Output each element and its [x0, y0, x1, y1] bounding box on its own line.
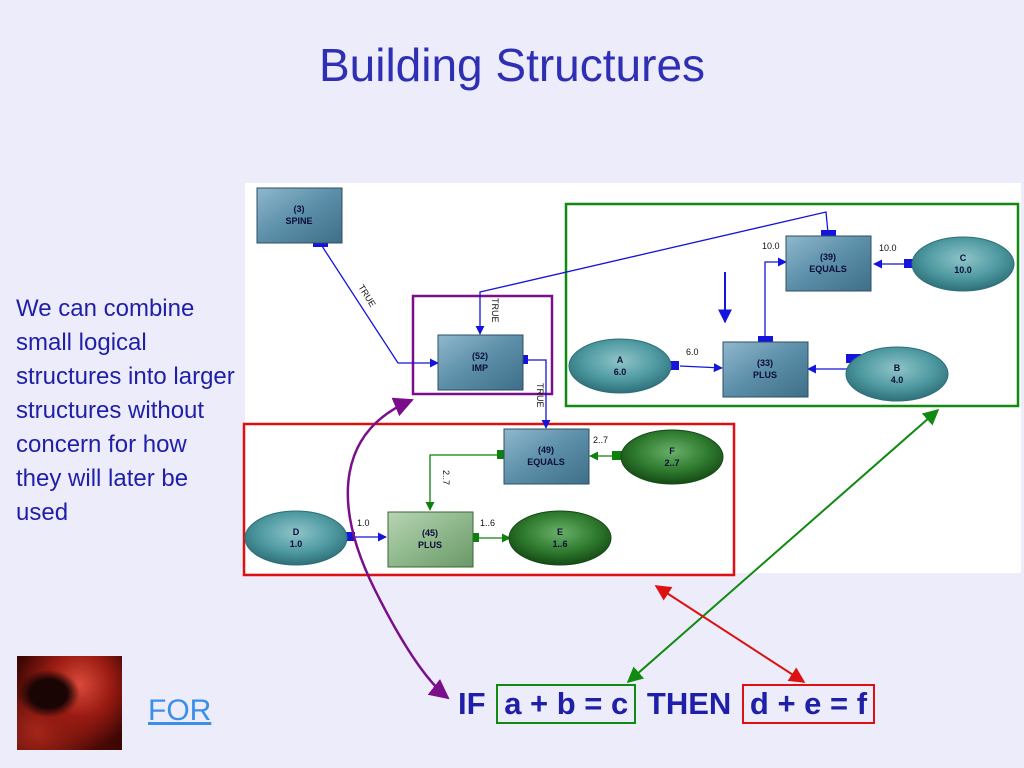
formula-condition: a + b = c — [496, 684, 637, 724]
node-label: (33) — [757, 358, 773, 368]
edge-label-equals-plus45: 2..7 — [441, 470, 451, 485]
node-label: A — [617, 355, 624, 365]
node-label: 2..7 — [664, 458, 679, 468]
edge-label-f-equals: 2..7 — [593, 435, 608, 445]
edge-label-a-plus: 6.0 — [686, 347, 699, 357]
node-equals49: (49) EQUALS — [503, 428, 590, 485]
node-label: (49) — [538, 445, 554, 455]
node-spine: (3) SPINE — [256, 187, 343, 244]
node-label: 4.0 — [891, 375, 904, 385]
edge-imp-equals49 — [524, 359, 551, 429]
green-group-box — [564, 202, 1020, 408]
slide-title: Building Structures — [318, 39, 706, 91]
node-label: EQUALS — [527, 457, 565, 467]
edge-label-imp-in: TRUE — [490, 298, 500, 323]
node-e: E 1..6 — [508, 510, 612, 566]
edge-label-imp-out: TRUE — [535, 383, 545, 408]
edge-label-c-equals: 10.0 — [879, 243, 897, 253]
node-d: D 1.0 — [244, 510, 348, 566]
node-label: (52) — [472, 351, 488, 361]
node-plus33: (33) PLUS — [722, 341, 809, 398]
node-label: PLUS — [753, 370, 777, 380]
edge-label-plus-equals: 10.0 — [762, 241, 780, 251]
node-a: A 6.0 — [568, 338, 672, 394]
edge-label-d-plus: 1.0 — [357, 518, 370, 528]
node-label: C — [960, 253, 967, 263]
red-diagonal-arrow — [654, 585, 806, 683]
node-label: 10.0 — [954, 265, 972, 275]
node-label: (3) — [294, 204, 305, 214]
horsehead-nebula-image — [17, 656, 122, 750]
port — [664, 361, 679, 370]
node-label: SPINE — [285, 216, 312, 226]
node-label: D — [293, 527, 300, 537]
node-label: 1..6 — [552, 539, 567, 549]
port — [758, 336, 773, 345]
node-plus45: (45) PLUS — [387, 511, 474, 568]
edge-equals49-plus45 — [425, 454, 502, 511]
edge-a-plus33 — [679, 363, 723, 373]
node-label: IMP — [472, 363, 488, 373]
formula-then: THEN — [646, 686, 732, 721]
node-label: (45) — [422, 528, 438, 538]
edge-equals39-imp — [475, 211, 829, 335]
node-label: 6.0 — [614, 367, 627, 377]
node-label: (39) — [820, 252, 836, 262]
edge-spine-imp — [319, 242, 439, 368]
node-c: C 10.0 — [911, 236, 1015, 292]
node-f: F 2..7 — [620, 429, 724, 485]
formula: IF a + b = c THEN d + e = f — [458, 684, 877, 724]
edge-label-plus-e: 1..6 — [480, 518, 495, 528]
purple-group-box — [411, 294, 554, 396]
port — [846, 354, 861, 363]
for-link[interactable]: FOR — [148, 694, 212, 727]
node-label: B — [894, 363, 901, 373]
node-label: E — [557, 527, 563, 537]
node-label: EQUALS — [809, 264, 847, 274]
port — [612, 451, 627, 460]
formula-if: IF — [458, 686, 486, 721]
port — [821, 230, 836, 239]
node-label: PLUS — [418, 540, 442, 550]
node-imp: (52) IMP — [437, 334, 524, 391]
side-description: We can combine small logical structures … — [16, 295, 235, 526]
edge-plus33-equals39 — [764, 257, 787, 340]
port — [340, 532, 355, 541]
formula-consequence: d + e = f — [741, 684, 876, 724]
node-label: 1.0 — [290, 539, 303, 549]
port — [904, 259, 919, 268]
node-b: B 4.0 — [845, 346, 949, 402]
node-label: F — [669, 446, 675, 456]
purple-curved-arrow — [346, 397, 450, 700]
node-equals39: (39) EQUALS — [785, 235, 872, 292]
